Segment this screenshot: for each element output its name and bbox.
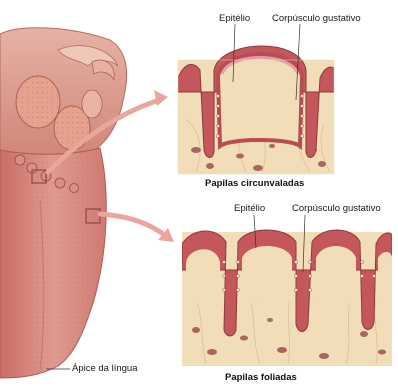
foliate-section	[182, 230, 392, 366]
caption-circumvallate: Papilas circunvaladas	[205, 179, 304, 189]
label-tongue-apex: Ápice da língua	[72, 364, 138, 374]
label-bottom-epithelium: Epitélio	[234, 204, 265, 214]
label-top-epithelium: Epitélio	[219, 14, 250, 24]
circumvallate-section	[178, 46, 334, 174]
label-top-taste-bud: Corpúsculo gustativo	[272, 14, 361, 24]
caption-foliate: Papilas foliadas	[225, 373, 297, 383]
arrow-to-foliate	[100, 214, 174, 242]
label-bottom-taste-bud: Corpúsculo gustativo	[292, 204, 381, 214]
tongue	[0, 28, 127, 378]
